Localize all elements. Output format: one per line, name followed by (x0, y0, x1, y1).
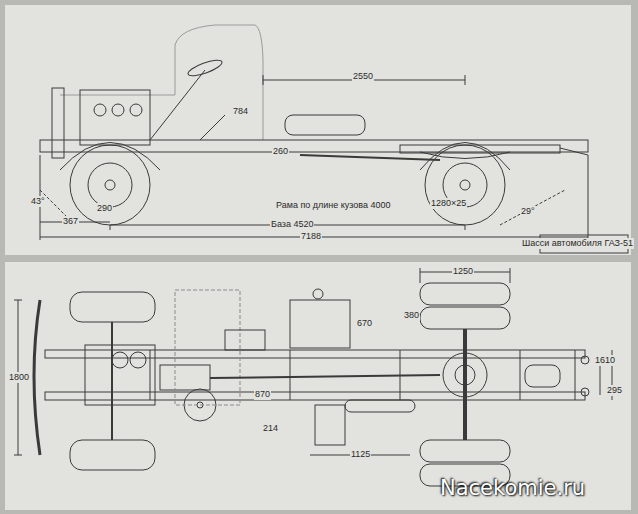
tire-size: 1280×25 (430, 198, 467, 209)
dimension: 670 (356, 318, 373, 329)
dimension: 1125 (350, 449, 371, 460)
dimension: База 4520 (270, 219, 314, 230)
dimension: 260 (272, 146, 289, 157)
note-label: Рама по длине кузова 4000 (275, 200, 392, 211)
dimension: 784 (232, 106, 249, 117)
dimension: 1610 (594, 355, 616, 366)
dimension: 2550 (352, 71, 374, 82)
angle-label: 43° (30, 196, 46, 207)
dimension: 214 (262, 423, 279, 434)
angle-label: 29° (520, 206, 536, 217)
watermark: Nacekomie.ru (440, 476, 585, 500)
dimension: 295 (606, 385, 623, 396)
dimension: 1250 (452, 266, 474, 277)
dimension: 290 (96, 203, 113, 214)
dimension: 1800 (8, 372, 30, 383)
dimension: 7188 (300, 231, 322, 242)
title-block-text: Шасси автомобиля ГАЗ-51 (521, 238, 634, 249)
dimension: 367 (62, 216, 79, 227)
dimension: 870 (254, 389, 271, 400)
dimension: 380 (403, 310, 420, 321)
